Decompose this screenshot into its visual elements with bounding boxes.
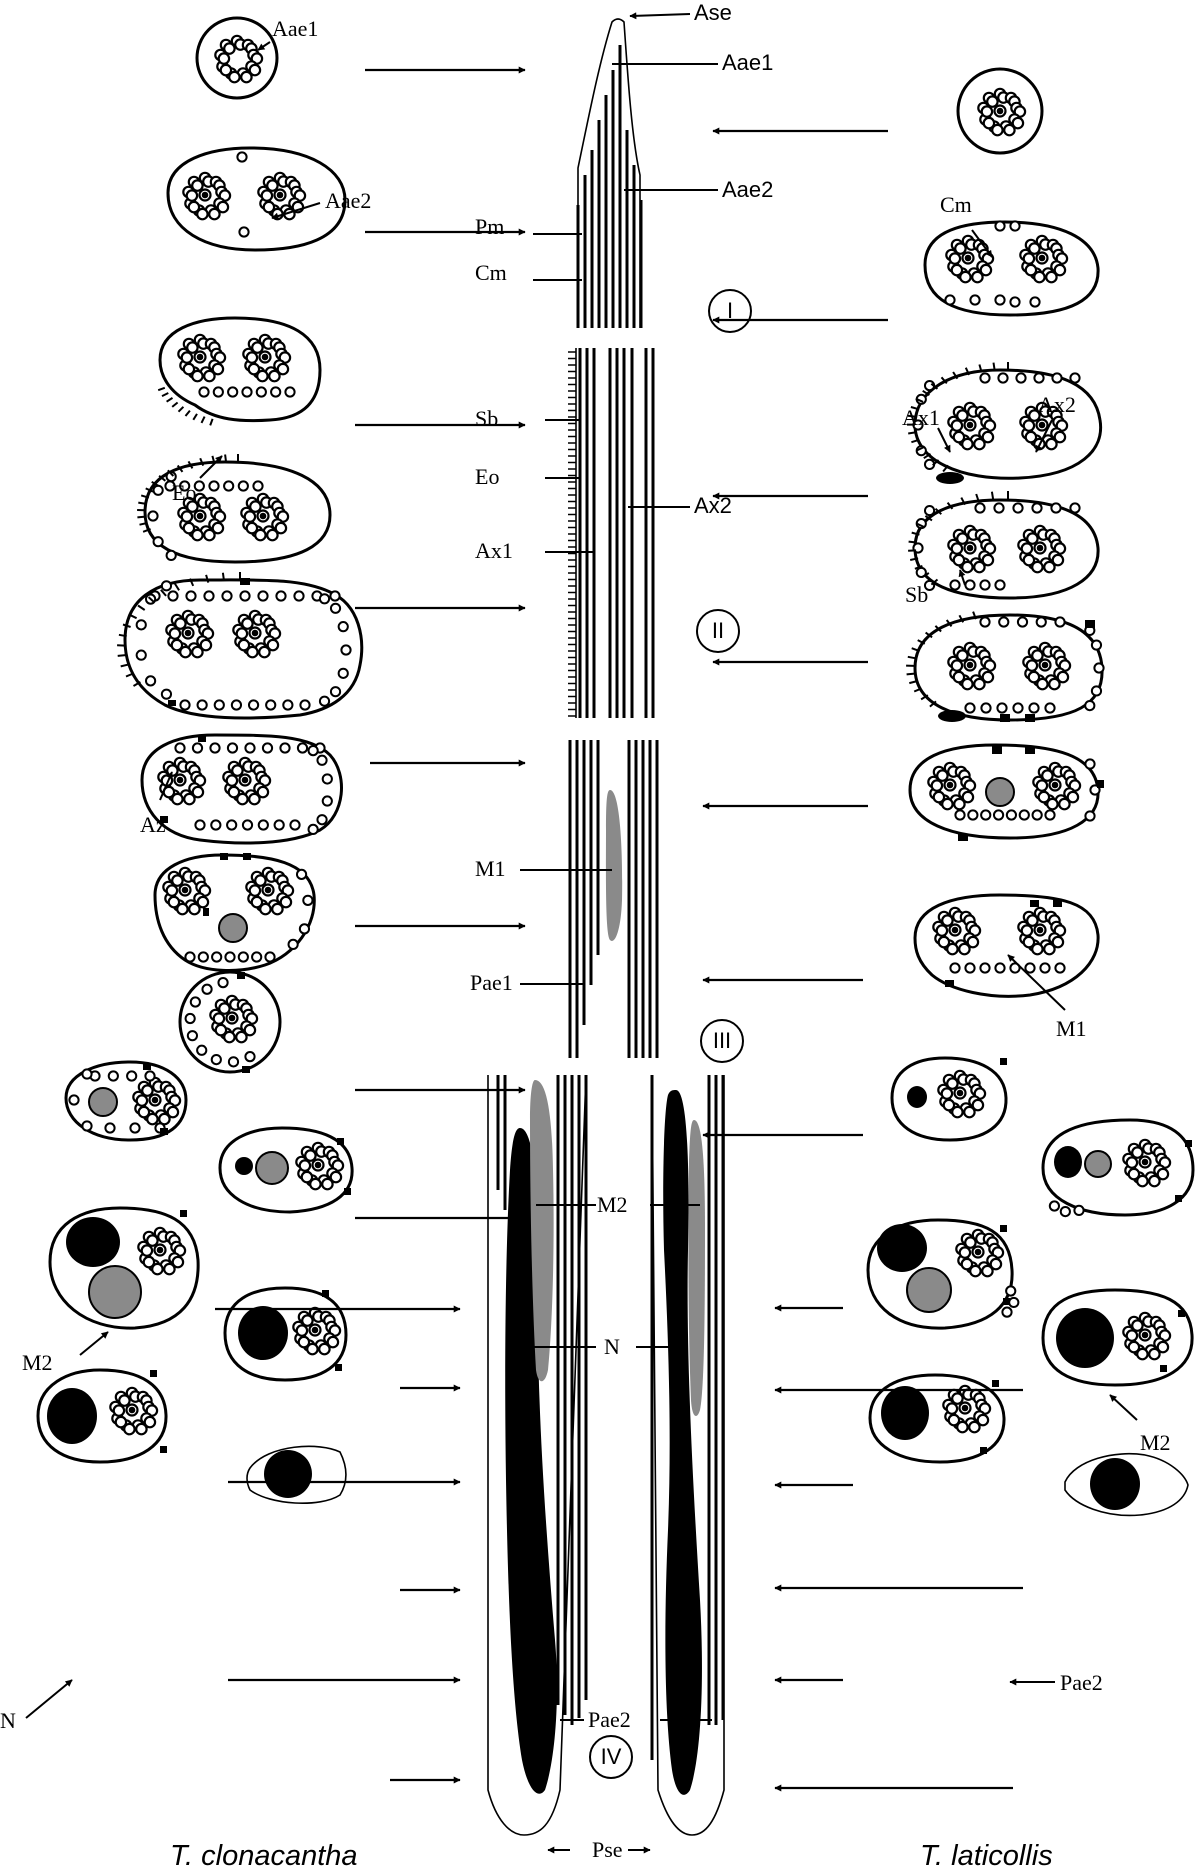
region-i-label: I (727, 298, 733, 323)
region-iii-label: III (713, 1028, 731, 1053)
section-l12 (223, 1286, 348, 1382)
section-l3 (158, 316, 322, 423)
label-ax1: Ax1 (475, 538, 513, 563)
species-left-name: T. clonacantha (170, 1840, 358, 1870)
label-n-center: N (604, 1334, 620, 1359)
label-sb-right: Sb (905, 582, 928, 607)
side-labels: Aae1 Aae2 Eo Az M2 N Cm Ax1 Ax2 Sb M1 M2… (0, 16, 1171, 1733)
section-r12 (868, 1373, 1006, 1464)
label-m2-left: M2 (22, 1350, 53, 1375)
label-az-left: Az (140, 812, 166, 837)
section-l10 (218, 1126, 354, 1214)
region-4-right-half (650, 1074, 725, 1836)
label-sb: Sb (475, 406, 498, 431)
section-l2 (166, 146, 347, 252)
section-r4 (913, 498, 1100, 600)
label-ax2-right: Ax2 (1038, 392, 1076, 417)
section-l11 (48, 1206, 200, 1330)
central-leader-lines (518, 12, 718, 1854)
label-m2-right: M2 (1140, 1430, 1171, 1455)
label-pae1: Pae1 (470, 970, 513, 995)
section-r1 (956, 67, 1044, 155)
label-eo: Eo (475, 464, 499, 489)
cross-sections-t-laticollis (866, 67, 1195, 1517)
section-arrows (215, 66, 1023, 1792)
label-cm: Cm (475, 260, 507, 285)
section-l5 (123, 578, 364, 720)
label-m1-right: M1 (1056, 1016, 1087, 1041)
section-r5 (913, 613, 1104, 722)
label-aae2-left: Aae2 (325, 188, 371, 213)
region-3-fibers (568, 740, 659, 1058)
region-markers (589, 289, 752, 1779)
section-r6 (908, 743, 1100, 840)
region-1-outline (577, 18, 641, 328)
section-r7 (913, 893, 1100, 998)
section-l7 (153, 853, 316, 972)
label-aae1: Aae1 (722, 50, 773, 75)
region-marker-labels: I II III IV (601, 298, 733, 1769)
region-2-fibers (578, 348, 655, 718)
side-pointers (25, 41, 1138, 1719)
central-labels: Ase Aae1 Aae2 Pm Cm Sb Eo Ax1 Ax2 M1 Pae… (470, 0, 773, 1862)
label-m2-center: M2 (597, 1192, 628, 1217)
region-4-left-half (487, 1074, 588, 1836)
label-ax1-right: Ax1 (902, 405, 940, 430)
label-aae1-left: Aae1 (272, 16, 318, 41)
section-r8 (890, 1056, 1008, 1142)
species-right-name: T. laticollis (920, 1840, 1053, 1870)
region-iv-label: IV (601, 1744, 622, 1769)
label-m1-center: M1 (475, 856, 506, 881)
label-pm: Pm (475, 214, 504, 239)
section-l4 (143, 460, 332, 564)
section-l8 (178, 970, 282, 1074)
section-l1 (195, 16, 279, 100)
label-eo-left: Eo (172, 480, 196, 505)
section-r9 (1041, 1118, 1195, 1217)
label-n-left: N (0, 1708, 16, 1733)
label-cm-right: Cm (940, 192, 972, 217)
label-pae2-center: Pae2 (588, 1707, 631, 1732)
section-r11 (1041, 1288, 1194, 1387)
label-ase: Ase (694, 0, 732, 25)
label-aae2: Aae2 (722, 177, 773, 202)
cross-sections-t-clonacantha (36, 16, 364, 1504)
section-r3 (913, 368, 1103, 484)
section-r10 (866, 1218, 1014, 1330)
section-l13 (36, 1368, 168, 1464)
external-ornamentation-ticks (568, 351, 576, 717)
label-pse: Pse (592, 1837, 623, 1862)
section-r13 (1064, 1452, 1189, 1517)
section-r2 (923, 219, 1100, 317)
label-pae2-right: Pae2 (1060, 1670, 1103, 1695)
longitudinal-section (487, 18, 725, 1836)
region-1-fibers (576, 45, 643, 328)
mitochondrion-m1 (605, 790, 623, 941)
section-l14 (246, 1445, 347, 1504)
region-ii-label: II (712, 618, 724, 643)
